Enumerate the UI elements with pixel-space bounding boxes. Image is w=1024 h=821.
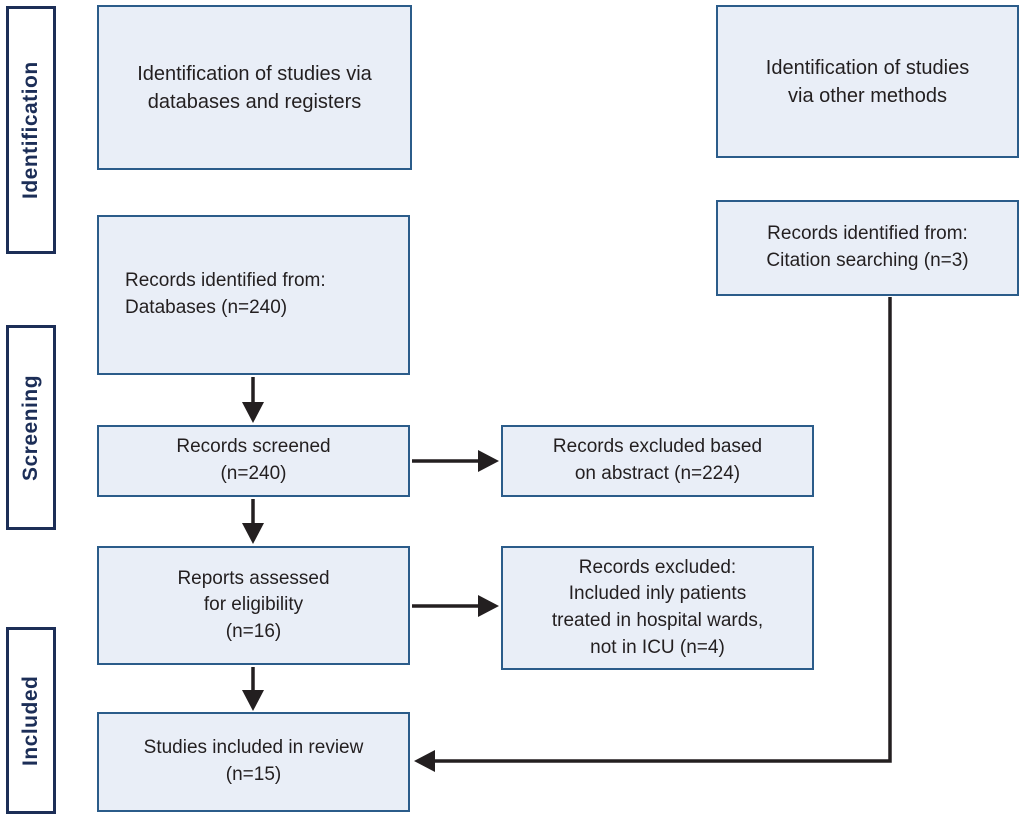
stage-label-included: Included: [6, 627, 56, 814]
box-excluded-icu: Records excluded: Included inly patients…: [501, 546, 814, 670]
arrow-head: [242, 690, 264, 711]
arrow-assessed-to-excluded-icu: [412, 595, 499, 617]
arrow-screened-to-excluded-abstract: [412, 450, 499, 472]
box-studies-included: Studies included in review (n=15): [97, 712, 410, 812]
arrow-head: [478, 595, 499, 617]
box-excluded-abstract: Records excluded based on abstract (n=22…: [501, 425, 814, 497]
arrow-head: [478, 450, 499, 472]
header-databases-registers: Identification of studies via databases …: [97, 5, 412, 170]
arrow-assessed-to-included: [242, 667, 264, 711]
arrow-head: [414, 750, 435, 772]
box-records-identified: Records identified from: Databases (n=24…: [97, 215, 410, 375]
arrow-shaft: [434, 297, 892, 763]
box-records-screened: Records screened (n=240): [97, 425, 410, 497]
stage-label-screening: Screening: [6, 325, 56, 530]
arrow-identified-to-screened: [242, 377, 264, 423]
arrow-citation-to-included: [414, 297, 892, 772]
box-citation-searching: Records identified from: Citation search…: [716, 200, 1019, 296]
stage-label-identification: Identification: [6, 6, 56, 254]
header-other-methods: Identification of studies via other meth…: [716, 5, 1019, 158]
arrow-head: [242, 402, 264, 423]
box-reports-assessed: Reports assessed for eligibility (n=16): [97, 546, 410, 665]
arrow-screened-to-assessed: [242, 499, 264, 544]
arrow-head: [242, 523, 264, 544]
